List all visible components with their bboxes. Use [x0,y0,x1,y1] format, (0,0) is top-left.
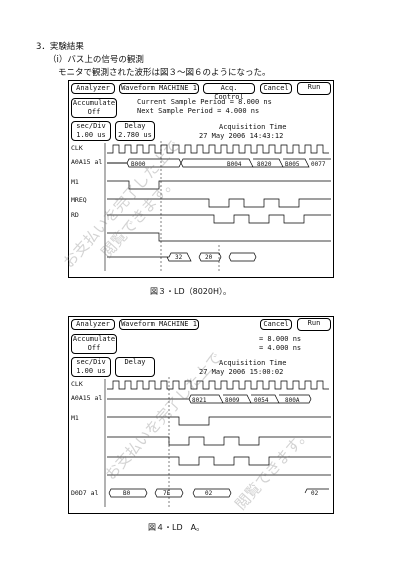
sample-period-next: Next Sample Period = 4.000 ns [137,107,260,115]
subsection-heading: （ⅰ）バス上の信号の観測 [48,55,144,65]
figure4-caption: 図４・LD A。 [148,523,205,532]
signal-label: A0A15 al [71,394,103,402]
delay-value: 2.780 us [118,131,152,139]
sec-div-label: sec/Div [76,358,106,366]
cancel-button[interactable]: Cancel [260,319,292,330]
sample-period-current: = 8.000 ns [259,335,302,343]
intro-text: モニタで観測された波形は図３〜図６のようになった。 [58,68,271,78]
bus-value: 8021 [192,397,207,404]
accumulate-label: Accumulate [72,99,116,107]
sample-period-next: = 4.000 ns [259,344,302,352]
figure3-waveform [104,141,331,271]
cancel-button[interactable]: Cancel [260,83,292,94]
bus-value: B004 [227,161,242,168]
accumulate-value: Off [87,108,101,116]
bus-value: 8020 [257,161,272,168]
sec-div-label: sec/Div [76,122,106,130]
signal-label: MREQ [71,196,87,204]
figure4-waveform [104,377,331,507]
sample-period-current: Current Sample Period = 8.000 ns [137,98,272,106]
figure4-panel: Analyzer Waveform MACHINE 1 Cancel Run A… [68,316,334,514]
analyzer-button[interactable]: Analyzer [71,83,115,94]
accumulate-label: Accumulate [72,335,116,343]
bus-value: B005 [285,161,300,168]
data-value: 02 [205,490,213,497]
signal-label: M1 [71,414,79,422]
data-value: 32 [175,254,183,261]
data-value: 7E [163,490,171,497]
acquisition-time-label: Acquisition Time [219,359,287,367]
waveform-button[interactable]: Waveform MACHINE 1 [119,83,199,94]
data-value: 20 [205,254,213,261]
bus-value: 8009 [225,397,240,404]
acq-control-button[interactable]: Acq. Control [203,83,255,101]
sec-div-value: 1.00 us [76,131,106,139]
bus-value: 0077 [311,161,326,168]
signal-label: CLK [71,380,83,388]
signal-label: M1 [71,178,79,186]
run-button[interactable]: Run [297,318,331,331]
run-button[interactable]: Run [297,82,331,95]
bus-value: 0054 [254,397,269,404]
signal-label: D0D7 al [71,489,99,497]
sec-div-value: 1.00 us [76,367,106,375]
figure3-panel: Analyzer Waveform MACHINE 1 Acq. Control… [68,80,334,278]
delay-field[interactable]: Delay [115,357,155,377]
acquisition-time-value: 27 May 2006 14:43:12 [199,132,284,140]
accumulate-button[interactable]: Accumulate Off [71,98,117,118]
accumulate-value: Off [87,344,101,352]
signal-label: RD [71,211,79,219]
delay-field[interactable]: Delay 2.780 us [115,121,155,141]
figure3-caption: 図３・LD（8020H）。 [150,287,231,296]
accumulate-button[interactable]: Accumulate Off [71,334,117,354]
acquisition-time-value: 27 May 2006 15:00:02 [199,368,284,376]
data-value: B0 [123,490,131,497]
bus-value: 800A [285,397,300,404]
delay-label: Delay [124,358,146,366]
signal-label: A0A15 al [71,158,103,166]
bus-value: B000 [131,161,146,168]
signal-label: CLK [71,144,83,152]
sec-div-field[interactable]: sec/Div 1.00 us [71,121,111,141]
acquisition-time-label: Acquisition Time [219,123,287,131]
analyzer-button[interactable]: Analyzer [71,319,115,330]
delay-label: Delay [124,122,146,130]
waveform-button[interactable]: Waveform MACHINE 1 [119,319,199,330]
data-value: 02 [311,490,319,497]
sec-div-field[interactable]: sec/Div 1.00 us [71,357,111,377]
section-heading: 3．実験結果 [36,42,84,52]
